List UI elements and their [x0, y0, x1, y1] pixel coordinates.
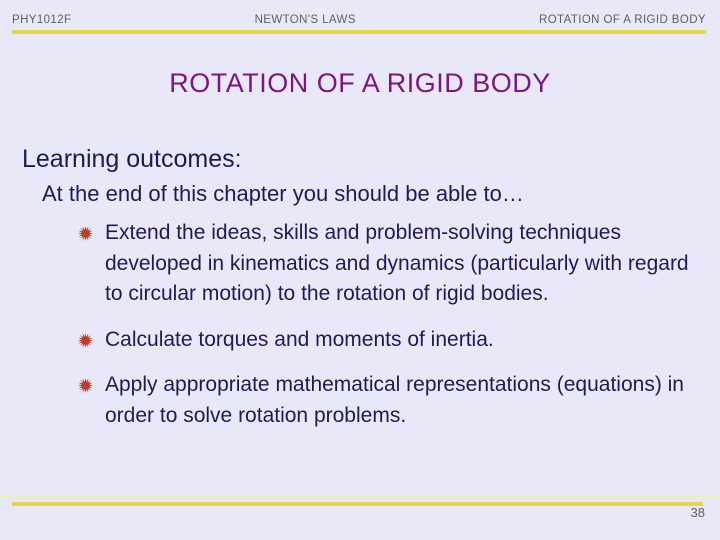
- header-course-code: PHY1012F: [12, 14, 72, 26]
- header-divider-line: [12, 30, 706, 34]
- list-item: Apply appropriate mathematical represent…: [77, 370, 697, 431]
- learning-outcomes-heading: Learning outcomes:: [22, 145, 242, 173]
- footer-divider-line: [12, 502, 703, 506]
- slide-title: ROTATION OF A RIGID BODY: [169, 68, 551, 98]
- star-bullet-icon: [77, 377, 94, 394]
- outcomes-list: Extend the ideas, skills and problem-sol…: [77, 218, 697, 446]
- list-item: Calculate torques and moments of inertia…: [77, 325, 697, 356]
- page-number: 38: [690, 505, 705, 520]
- header-section-title: NEWTON'S LAWS: [254, 14, 356, 26]
- star-bullet-icon: [77, 332, 94, 349]
- outcomes-intro-text: At the end of this chapter you should be…: [42, 181, 524, 206]
- list-item-text: Apply appropriate mathematical represent…: [105, 373, 684, 427]
- list-item-text: Calculate torques and moments of inertia…: [105, 327, 494, 351]
- footer-divider-pale-line: [0, 495, 720, 497]
- slide-header: PHY1012F NEWTON'S LAWS ROTATION OF A RIG…: [12, 14, 706, 26]
- list-item-text: Extend the ideas, skills and problem-sol…: [105, 221, 689, 305]
- star-bullet-icon: [77, 225, 94, 242]
- list-item: Extend the ideas, skills and problem-sol…: [77, 218, 697, 310]
- header-chapter-title: ROTATION OF A RIGID BODY: [538, 14, 706, 26]
